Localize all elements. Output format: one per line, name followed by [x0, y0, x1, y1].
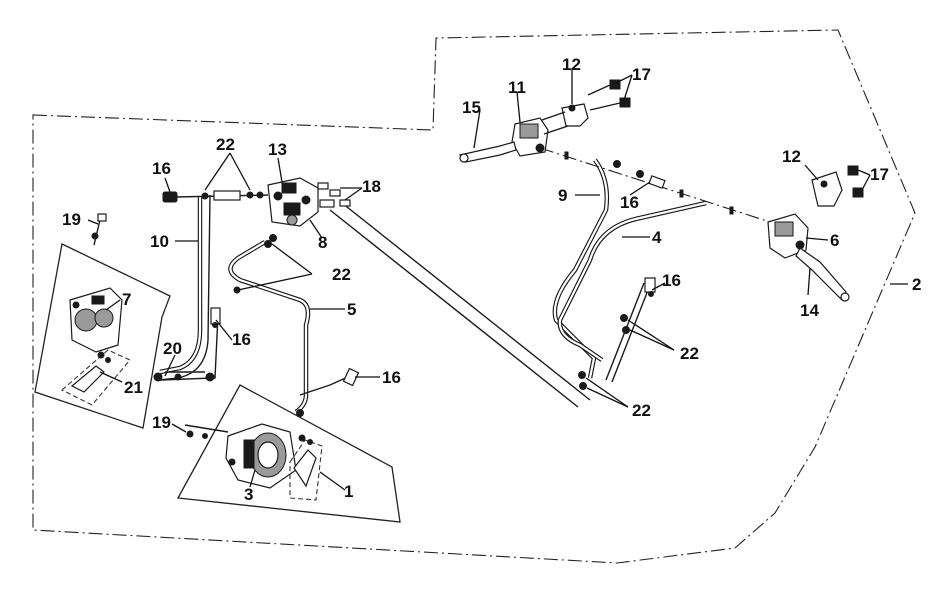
handlebar-clamp-left [541, 103, 589, 135]
bleed-screw-left [91, 213, 107, 246]
bleed-screw-rear [184, 424, 229, 439]
callout-2: 2 [912, 275, 921, 294]
callout-16b: 16 [232, 330, 251, 349]
callout-3: 3 [244, 485, 253, 504]
rear-brake-caliper [225, 423, 297, 489]
master-cylinder-right [767, 213, 809, 259]
handlebar-clamp-right [811, 171, 843, 207]
abs-junction-unit [267, 177, 319, 227]
brake-lever-left [458, 141, 517, 163]
callout-6: 6 [830, 231, 839, 250]
fitting-16-lower [342, 367, 360, 387]
callout-16d: 16 [620, 193, 639, 212]
callout-21: 21 [124, 378, 143, 397]
callout-22c: 22 [680, 344, 699, 363]
brake-hose-5 [228, 240, 351, 414]
callout-17a: 17 [632, 65, 651, 84]
callout-19a: 19 [62, 210, 81, 229]
callout-12b: 12 [782, 147, 801, 166]
fitting-16-right-lower [644, 277, 656, 297]
callout-22b: 22 [332, 265, 351, 284]
callout-14: 14 [800, 301, 819, 320]
rear-brake-pads [289, 434, 323, 501]
callout-9: 9 [558, 186, 567, 205]
front-caliper-group-boundary [34, 243, 171, 429]
callout-labels: 22 16 13 18 8 10 22 5 16 16 20 7 19 21 1… [62, 55, 921, 504]
callout-16c: 16 [382, 368, 401, 387]
front-brake-caliper [69, 287, 123, 353]
assembly-2-boundary [32, 29, 916, 564]
top-fittings [162, 190, 269, 203]
callout-22a: 22 [216, 135, 235, 154]
hose-clips [564, 151, 734, 215]
callout-11: 11 [508, 78, 526, 97]
callout-4: 4 [652, 228, 662, 247]
callout-22d: 22 [632, 401, 651, 420]
leader-lines [87, 68, 908, 491]
callout-19b: 19 [152, 413, 171, 432]
master-cylinder-left [511, 117, 549, 157]
brake-hose-9 [552, 158, 610, 379]
callout-10: 10 [150, 232, 169, 251]
front-brake-pads [61, 349, 131, 406]
callout-5: 5 [347, 300, 356, 319]
brake-lever-right [795, 247, 850, 302]
callout-16e: 16 [662, 271, 681, 290]
callout-17b: 17 [870, 165, 889, 184]
callout-8: 8 [318, 233, 327, 252]
clamp-bolts-left [587, 79, 631, 111]
callout-1: 1 [344, 482, 353, 501]
fitting-16-right-middle [613, 160, 666, 189]
callout-7: 7 [122, 290, 131, 309]
banjo-fittings-18 [317, 182, 351, 208]
washers-22-middle [233, 234, 304, 417]
washers-22-right [578, 314, 630, 390]
brake-hose-4 [557, 200, 707, 362]
fittings-20 [153, 372, 215, 382]
callout-16a: 16 [152, 159, 171, 178]
callout-12a: 12 [562, 55, 581, 74]
callout-20: 20 [163, 339, 182, 358]
fitting-16-left [210, 307, 221, 328]
diagonal-brake-line [329, 202, 591, 408]
rear-caliper-group-boundary [176, 384, 401, 523]
callout-18: 18 [362, 177, 381, 196]
callout-13: 13 [268, 140, 287, 159]
callout-15: 15 [462, 98, 481, 117]
